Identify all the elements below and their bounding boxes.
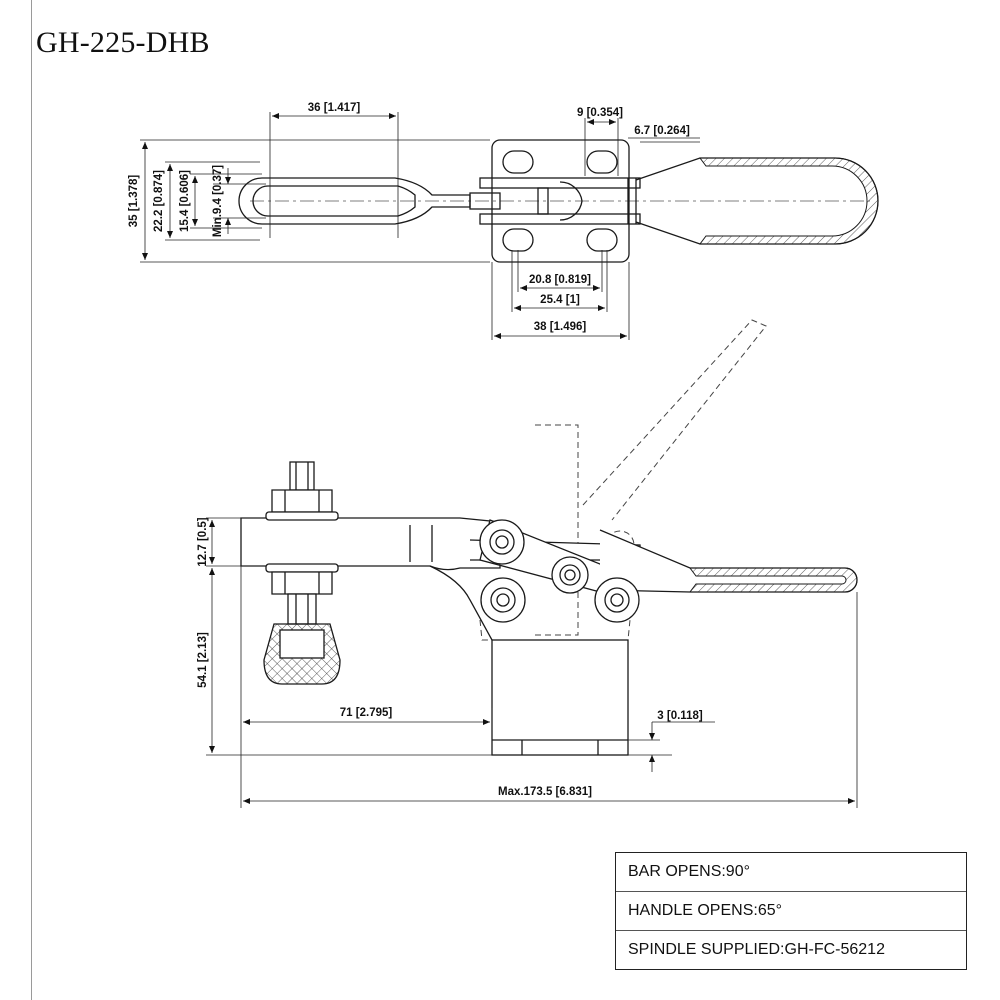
dim-36: 36 [1.417]	[308, 102, 361, 114]
dim-71: 71 [2.795]	[340, 707, 393, 719]
dim-15-4: 15.4 [0.606]	[179, 170, 191, 232]
spec-spindle: SPINDLE SUPPLIED:GH-FC-56212	[616, 930, 966, 969]
dim-20-8: 20.8 [0.819]	[529, 274, 591, 286]
dim-25-4: 25.4 [1]	[540, 294, 580, 306]
spec-table: BAR OPENS:90° HANDLE OPENS:65° SPINDLE S…	[615, 852, 967, 970]
spec-bar-opens: BAR OPENS:90°	[628, 863, 750, 880]
dim-38: 38 [1.496]	[534, 321, 587, 333]
dim-6-7: 6.7 [0.264]	[634, 125, 690, 137]
side-view-dimensions	[206, 517, 858, 808]
dim-9: 9 [0.354]	[577, 107, 623, 119]
dim-max-length: Max.173.5 [6.831]	[498, 786, 592, 798]
page-margin-rule	[31, 0, 32, 1000]
dim-22-2: 22.2 [0.874]	[153, 170, 165, 232]
dim-54-1: 54.1 [2.13]	[197, 632, 209, 688]
top-view-dimensions	[140, 112, 700, 340]
side-view	[240, 461, 858, 756]
dim-35: 35 [1.378]	[128, 175, 140, 228]
top-view	[238, 139, 879, 263]
spec-handle-opens: HANDLE OPENS:65°	[616, 891, 966, 930]
page-title: GH-225-DHB	[36, 26, 210, 59]
dim-3: 3 [0.118]	[657, 710, 703, 722]
dim-min-9-4: Min.9.4 [0.37]	[212, 165, 224, 237]
dim-12-7: 12.7 [0.5]	[197, 517, 209, 566]
